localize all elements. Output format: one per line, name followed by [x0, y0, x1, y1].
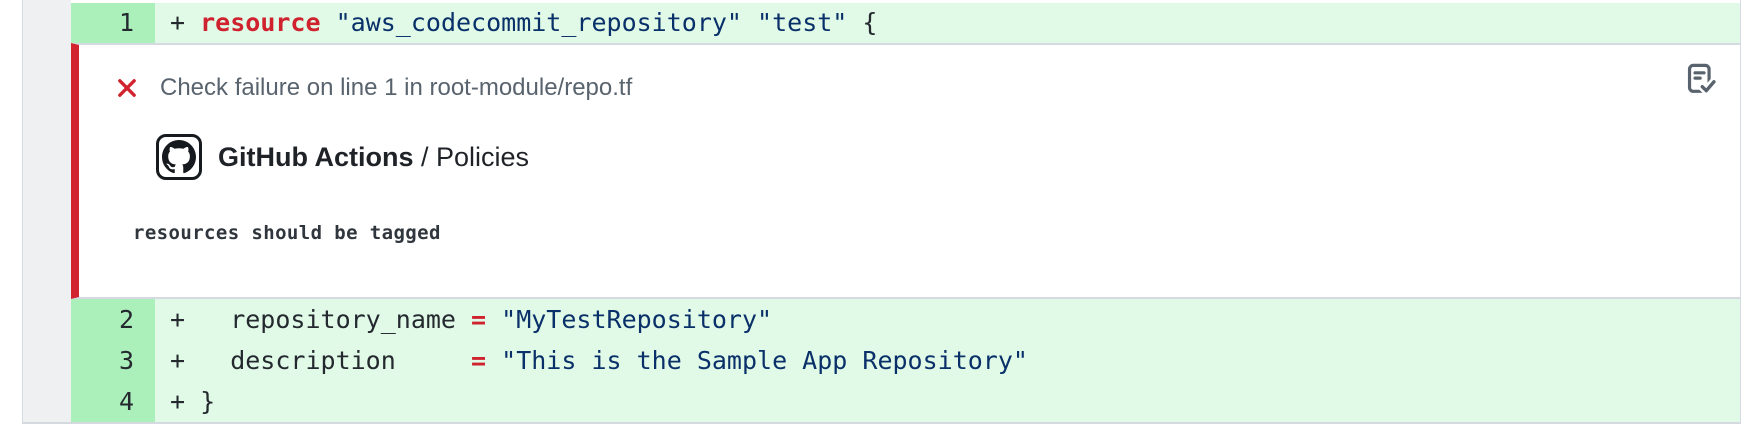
check-annotation: Check failure on line 1 in root-module/r…	[71, 43, 1740, 299]
diff-rows-top: 1+ resource "aws_codecommit_repository" …	[71, 0, 1740, 43]
line-number[interactable]: 2	[71, 299, 155, 340]
check-context-name: / Policies	[413, 141, 530, 172]
code-line: + }	[155, 381, 1740, 422]
checklist-button[interactable]	[1682, 59, 1720, 99]
code-line: + resource "aws_codecommit_repository" "…	[155, 3, 1740, 43]
diff-line-2: 2+ repository_name = "MyTestRepository"	[71, 299, 1740, 340]
diff-rows-bottom: 2+ repository_name = "MyTestRepository"3…	[71, 299, 1740, 422]
line-number[interactable]: 1	[71, 3, 155, 43]
code-line: + description = "This is the Sample App …	[155, 340, 1740, 381]
checklist-icon	[1684, 62, 1718, 96]
diff-line-1: 1+ resource "aws_codecommit_repository" …	[71, 3, 1740, 43]
diff-container: 1+ resource "aws_codecommit_repository" …	[22, 0, 1741, 424]
failure-x-icon	[114, 75, 140, 101]
annotation-message: resources should be tagged	[133, 222, 441, 244]
line-number[interactable]: 3	[71, 340, 155, 381]
code-line: + repository_name = "MyTestRepository"	[155, 299, 1740, 340]
annotation-header: Check failure on line 1 in root-module/r…	[114, 74, 1740, 102]
check-app-name: GitHub Actions	[218, 141, 414, 172]
annotation-source-text: GitHub Actions / Policies	[218, 142, 529, 173]
diff-line-3: 3+ description = "This is the Sample App…	[71, 340, 1740, 381]
old-lines-gutter	[23, 0, 71, 422]
annotation-source-link[interactable]: GitHub Actions / Policies	[156, 134, 529, 180]
github-logo-icon	[156, 134, 202, 180]
line-number[interactable]: 4	[71, 381, 155, 422]
diff-line-4: 4+ }	[71, 381, 1740, 422]
annotation-title: Check failure on line 1 in root-module/r…	[160, 74, 633, 101]
